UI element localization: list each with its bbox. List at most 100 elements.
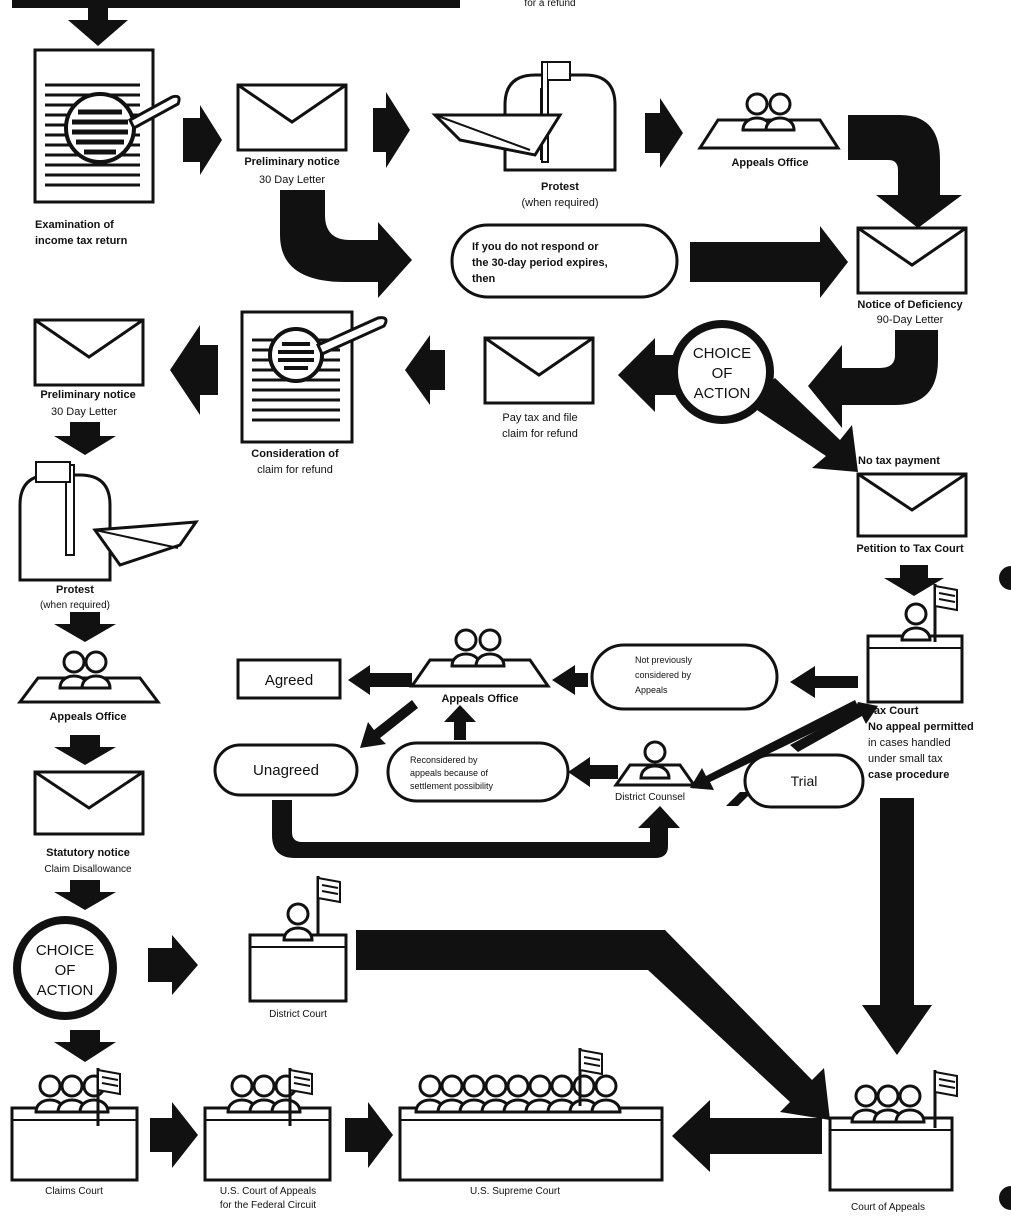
tc-note-3: under small tax [868,753,943,765]
down-arrow-icon [54,1030,116,1062]
left-choice-text-3: ACTION [37,982,94,999]
down-arrow-icon [862,798,932,1055]
tc-note-4: case procedure [868,769,949,781]
appeals-office-icon [409,628,551,688]
right-arrow-icon [645,98,683,168]
curved-arrow-icon [808,330,938,428]
envelope-icon [856,472,968,538]
mailbox-icon [18,461,200,582]
curved-arrow-icon [280,190,412,298]
petition-label: Petition to Tax Court [856,543,964,555]
recon-text-2: appeals because of [410,768,489,778]
left-choice-text-2: OF [55,962,76,979]
exam-label-1: Examination of [35,219,114,231]
right-arrow-icon [690,226,848,298]
tax-return-document-icon [33,48,181,204]
diagonal-arrow-icon [690,700,860,790]
ca-fed-label-2: for the Federal Circuit [220,1200,316,1211]
tax-court-label: Tax Court [868,705,919,717]
envelope-icon [33,318,145,387]
reconsidered-bubble [386,741,570,803]
down-arrow-icon [54,612,116,642]
stat-label-1: Statutory notice [46,847,130,859]
federal-circuit-court-icon [203,1066,332,1182]
consid-label-1: Consideration of [251,448,339,460]
not-previously-bubble [590,643,779,711]
choice-text-3: ACTION [694,385,751,402]
notprev-text-1: Not previously [635,655,693,665]
supreme-court-icon [398,1046,664,1182]
mailbox-icon [431,61,617,172]
down-arrow-icon [54,422,116,455]
noresp-text-2: the 30-day period expires, [472,257,608,269]
district-counsel-icon [613,740,697,787]
protest-label-1: Protest [541,181,579,193]
mid-appeals-label: Appeals Office [441,693,518,705]
down-arrow-icon [54,735,116,765]
district-counsel-label: District Counsel [615,792,685,803]
envelope-icon [33,770,145,836]
nod-label-2: 90-Day Letter [877,314,944,326]
stat-label-2: Claim Disallowance [44,864,132,875]
envelope-icon [483,336,595,405]
left-arrow-icon [790,666,858,698]
prelim-label-2: 30 Day Letter [259,174,325,186]
trial-bubble [743,753,865,809]
prelim-label-1: Preliminary notice [244,156,339,168]
down-arrow-icon [54,880,116,910]
consid-label-2: claim for refund [257,464,333,476]
tc-note-2: in cases handled [868,737,951,749]
appeals-label: Appeals Office [731,157,808,169]
claims-court-icon [10,1066,139,1182]
left-arrow-icon [568,757,618,787]
ca-fed-label-1: U.S. Court of Appeals [220,1186,316,1197]
diagonal-arrow-icon [790,702,878,752]
left-arrow-icon [672,1100,822,1172]
left-choice-text-1: CHOICE [36,942,94,959]
edge-mark-icon [999,1186,1011,1210]
agreed-box [236,658,342,700]
choice-of-action-badge [670,320,774,424]
choice-text-1: CHOICE [693,345,751,362]
refund-claim-document-icon [240,310,388,444]
court-of-appeals-icon [828,1068,959,1192]
unagreed-label: Unagreed [253,762,319,779]
recon-text-1: Reconsidered by [410,755,478,765]
supreme-court-label: U.S. Supreme Court [470,1186,560,1197]
left-appeals-label: Appeals Office [49,711,126,723]
noresp-text-1: If you do not respond or [472,241,599,253]
unagreed-bubble [213,743,359,797]
no-response-bubble [450,223,679,299]
right-arrow-icon [183,105,222,175]
left-protest-label-2: (when required) [40,600,110,611]
down-arrow-icon [68,8,128,46]
right-arrow-icon [150,1102,198,1168]
connector-arrows [12,0,962,1172]
right-arrow-icon [148,935,198,995]
pay-label-2: claim for refund [502,428,578,440]
left-arrow-icon [405,335,445,405]
trial-label: Trial [791,773,818,789]
no-tax-label: No tax payment [858,455,940,467]
edge-mark-icon [999,566,1011,590]
pay-label-1: Pay tax and file [502,412,577,424]
choice-of-action-badge [13,916,117,1020]
tax-court-icon [866,582,964,704]
appeals-office-icon [697,92,841,150]
left-arrow-icon [348,665,412,695]
curved-arrow-icon [848,115,962,228]
recon-text-3: settlement possibility [410,781,494,791]
down-arrow-icon [884,565,944,596]
top-note: for a refund [524,0,575,9]
noresp-text-3: then [472,273,496,285]
bent-arrow-icon [356,930,830,1120]
right-arrow-icon [373,92,410,168]
diagonal-arrow-icon [360,700,418,748]
left-prelim-label-1: Preliminary notice [40,389,135,401]
district-court-label: District Court [269,1009,327,1020]
envelope-icon [236,83,348,152]
left-arrow-icon [618,338,685,412]
claims-court-label: Claims Court [45,1186,103,1197]
